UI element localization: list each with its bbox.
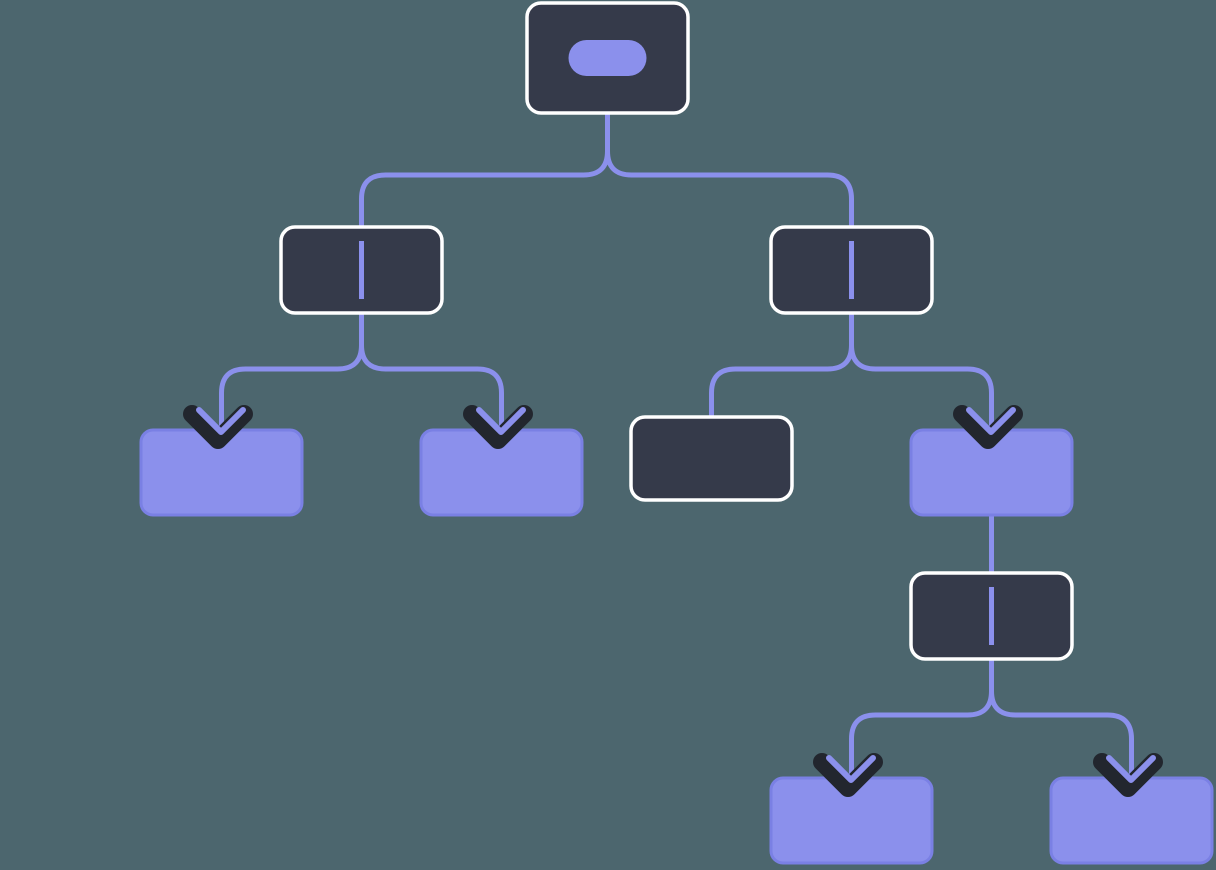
edge-root-to-right-branch[interactable] [605,113,854,227]
arrowhead-leaf-node-1[interactable] [183,405,253,449]
chevron-down-icon [966,407,1016,435]
arrowhead-expandable-node[interactable] [953,405,1023,449]
node-body[interactable] [629,415,794,502]
sub-branch-node[interactable] [909,571,1074,661]
arrowhead-leaf-node-3[interactable] [813,753,883,797]
arrowhead-shadow-icon [1093,753,1163,797]
edge-right-branch-to-expandable-node[interactable] [849,313,994,430]
edge-sub-branch-to-leaf-4[interactable] [989,659,1134,778]
arrowhead-shadow-icon [813,753,883,797]
arrowhead-leaf-node-2[interactable] [463,405,533,449]
arrowhead-leaf-node-4[interactable] [1093,753,1163,797]
chevron-down-icon [196,407,246,435]
root-node[interactable] [525,1,690,115]
empty-node[interactable] [629,415,794,502]
chevron-down-icon [1106,755,1156,783]
chevron-down-icon [826,755,876,783]
edge-left-branch-to-leaf-2[interactable] [359,313,504,430]
pill-badge-icon [568,40,647,76]
arrowhead-shadow-icon [183,405,253,449]
chevron-down-icon [476,407,526,435]
branch-node-left[interactable] [279,225,444,315]
arrowhead-shadow-icon [463,405,533,449]
arrowhead-shadow-icon [953,405,1023,449]
branch-node-right[interactable] [769,225,934,315]
